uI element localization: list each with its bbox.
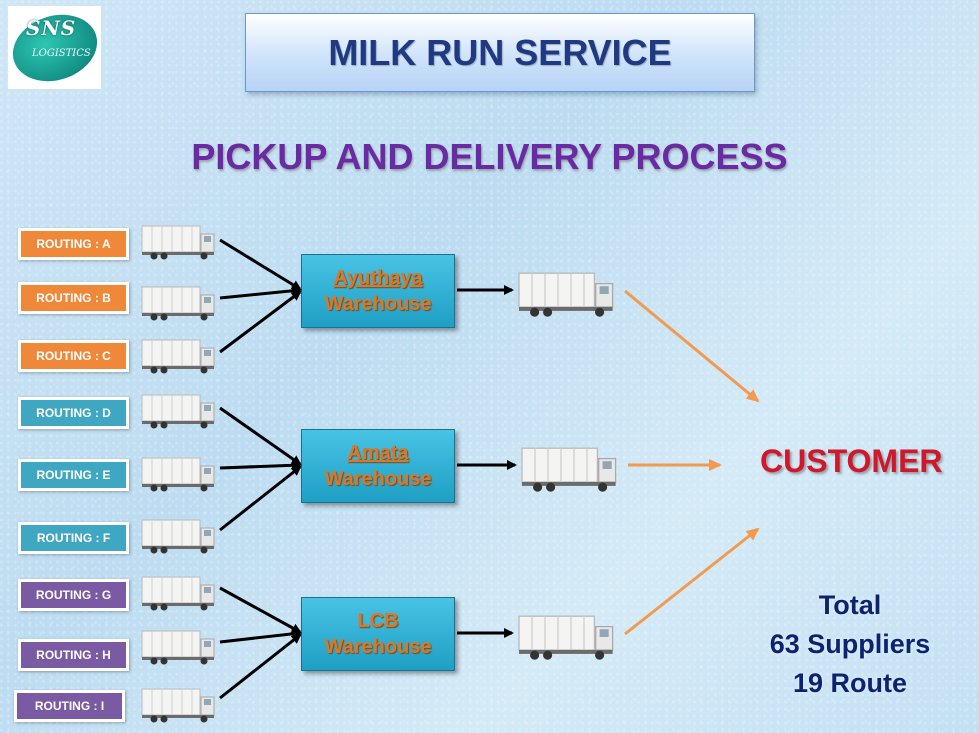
logo-text: SNS <box>26 16 77 40</box>
arrow-h-lcb <box>219 628 302 644</box>
route-label-h: ROUTING : H <box>18 639 129 671</box>
arrow-b-ayuthaya <box>219 285 302 300</box>
warehouse-name: Ayuthaya <box>333 267 423 289</box>
warehouse-suffix: Warehouse <box>324 636 432 658</box>
summary-line-1: Total <box>818 590 882 620</box>
page-subtitle: PICKUP AND DELIVERY PROCESS <box>191 136 788 177</box>
page-title: MILK RUN SERVICE <box>328 31 672 73</box>
company-logo: SNS LOGISTICS <box>4 4 106 92</box>
arrow-truck1-customer <box>624 289 760 403</box>
summary-line-2: 63 Suppliers <box>769 629 931 659</box>
arrow-f-amata <box>219 465 302 532</box>
route-label-text: ROUTING : D <box>36 406 111 420</box>
route-label-d: ROUTING : D <box>18 397 129 429</box>
arrow-i-lcb <box>219 633 302 700</box>
summary-line-3: 19 Route <box>792 668 908 698</box>
route-label-i: ROUTING : I <box>14 690 125 722</box>
route-label-c: ROUTING : C <box>18 340 129 372</box>
warehouse-amata: Amata Warehouse <box>301 429 455 503</box>
logo-subtext: LOGISTICS <box>32 48 91 59</box>
route-label-g: ROUTING : G <box>18 579 129 611</box>
warehouse-suffix: Warehouse <box>324 468 432 490</box>
arrow-d-amata <box>219 406 302 466</box>
route-label-text: ROUTING : G <box>35 588 112 602</box>
arrow-g-lcb <box>219 586 302 634</box>
truck-icon <box>141 630 215 665</box>
route-label-text: ROUTING : H <box>36 648 111 662</box>
warehouse-ayuthaya: Ayuthaya Warehouse <box>301 254 455 328</box>
truck-icon <box>141 457 215 492</box>
route-label-b: ROUTING : B <box>18 282 129 314</box>
arrow-truck3-customer <box>624 527 760 636</box>
route-label-f: ROUTING : F <box>18 522 129 554</box>
truck-icon <box>141 688 215 723</box>
route-label-text: ROUTING : E <box>36 468 111 482</box>
arrow-a-ayuthaya <box>219 238 302 291</box>
warehouse-name: Amata <box>347 442 409 464</box>
warehouse-suffix: Warehouse <box>324 293 432 315</box>
route-label-text: ROUTING : A <box>36 237 111 251</box>
arrow-e-amata <box>219 460 302 471</box>
truck-icon <box>141 339 215 374</box>
truck-icon <box>141 394 215 429</box>
truck-icon <box>518 615 614 661</box>
truck-icon <box>141 519 215 554</box>
warehouse-name: LCB <box>357 610 399 632</box>
route-label-a: ROUTING : A <box>18 228 129 260</box>
warehouse-lcb: LCB Warehouse <box>301 597 455 671</box>
route-label-text: ROUTING : F <box>36 531 111 545</box>
arrow-c-ayuthaya <box>219 290 302 354</box>
truck-icon <box>141 286 215 321</box>
truck-icon <box>521 447 617 493</box>
route-label-text: ROUTING : I <box>34 699 105 713</box>
title-banner: MILK RUN SERVICE <box>245 13 755 92</box>
route-label-text: ROUTING : B <box>36 291 111 305</box>
truck-icon <box>141 225 215 260</box>
truck-icon <box>141 576 215 611</box>
customer-label: CUSTOMER <box>760 443 943 479</box>
route-label-text: ROUTING : C <box>36 349 111 363</box>
summary-total: Total 63 Suppliers 19 Route <box>745 586 955 703</box>
route-label-e: ROUTING : E <box>18 459 129 491</box>
truck-icon <box>518 272 614 318</box>
